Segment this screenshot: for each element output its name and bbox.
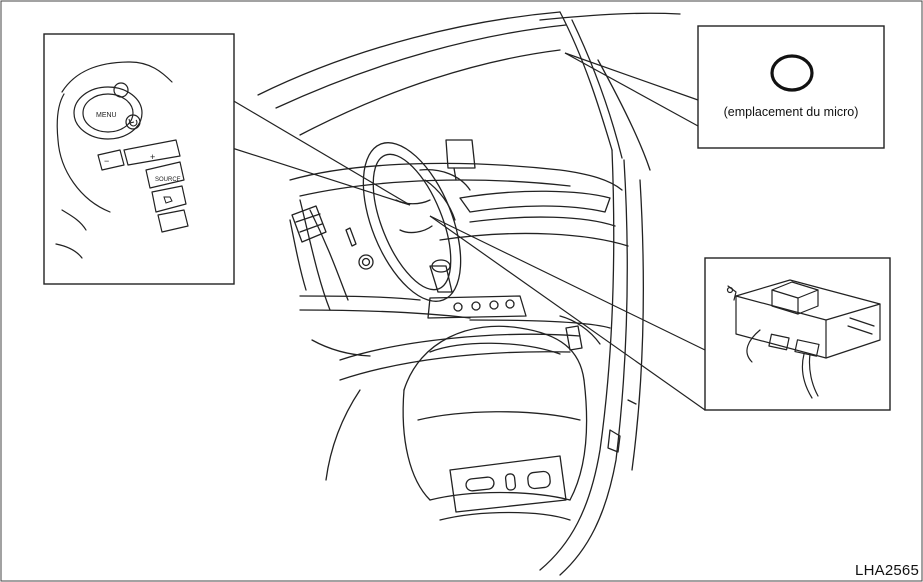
inset-microphone (698, 26, 884, 148)
inset-control-unit (705, 258, 890, 410)
microphone-location-caption: (emplacement du micro) (698, 105, 884, 119)
menu-button-label: MENU (96, 112, 117, 119)
source-button-label: SOURCE (155, 177, 181, 183)
volume-plus-label: + (150, 152, 155, 162)
figure-reference-code: LHA2565 (855, 562, 919, 580)
inset-steering-controls: MENU − + SOURCE (44, 34, 234, 284)
volume-minus-label: − (104, 156, 109, 166)
